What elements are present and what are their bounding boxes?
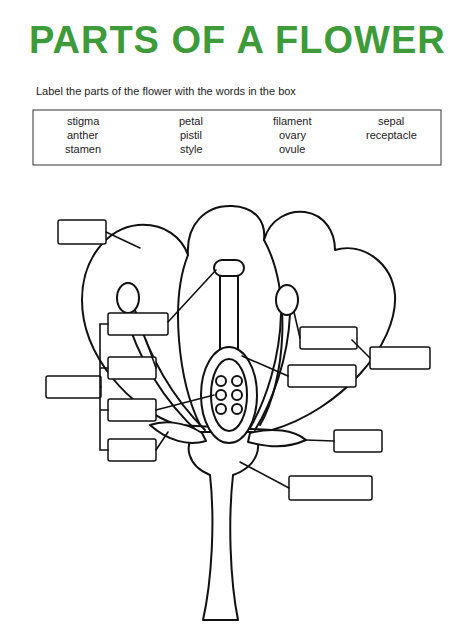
- leader-line: [306, 440, 334, 441]
- ovule: [232, 390, 242, 400]
- petal-outline: [82, 206, 395, 430]
- answer-box: [289, 476, 372, 500]
- sepal: [248, 430, 306, 446]
- leader-line: [242, 356, 288, 376]
- answer-box: [108, 313, 168, 335]
- stigma: [214, 260, 244, 276]
- bracket: [100, 324, 108, 450]
- ovule: [216, 390, 226, 400]
- word-box: [33, 110, 441, 165]
- leader-line: [106, 232, 140, 248]
- instruction-text: Label the parts of the flower with the w…: [36, 85, 296, 97]
- word-bank-word: ovary: [279, 129, 306, 141]
- word-bank-word: anther: [67, 129, 98, 141]
- answer-box: [108, 399, 156, 421]
- answer-box: [58, 220, 106, 244]
- worksheet-title: PARTS OF A FLOWER: [29, 20, 446, 62]
- answer-box: [288, 365, 356, 387]
- ovule: [216, 376, 226, 386]
- word-bank-word: stamen: [65, 143, 101, 155]
- answer-box: [300, 327, 357, 349]
- ovule: [232, 376, 242, 386]
- leader-line: [240, 462, 289, 488]
- ovule: [232, 404, 242, 414]
- anther: [117, 283, 139, 313]
- word-bank-word: pistil: [180, 129, 202, 141]
- leader-line: [156, 432, 168, 450]
- answer-box: [46, 376, 101, 398]
- word-bank-word: ovule: [279, 143, 305, 155]
- leader-line: [156, 395, 214, 410]
- word-bank-word: stigma: [67, 115, 99, 127]
- stem: [189, 432, 258, 620]
- word-bank-word: petal: [179, 115, 203, 127]
- anther: [276, 285, 298, 315]
- word-bank-word: filament: [273, 115, 312, 127]
- leader-line: [294, 312, 300, 338]
- answer-box: [370, 347, 430, 369]
- leader-line: [352, 340, 370, 358]
- answer-box: [334, 430, 382, 452]
- answer-box: [108, 357, 156, 379]
- answer-box: [108, 439, 156, 461]
- ovary: [201, 347, 257, 443]
- leader-line: [146, 340, 156, 368]
- ovary-inner: [211, 359, 247, 431]
- style-tube: [220, 272, 238, 352]
- word-bank-word: sepal: [378, 115, 404, 127]
- sepal: [150, 422, 206, 443]
- word-bank-word: receptacle: [366, 129, 417, 141]
- leader-line: [168, 270, 216, 322]
- ovule: [216, 404, 226, 414]
- word-bank-word: style: [180, 143, 203, 155]
